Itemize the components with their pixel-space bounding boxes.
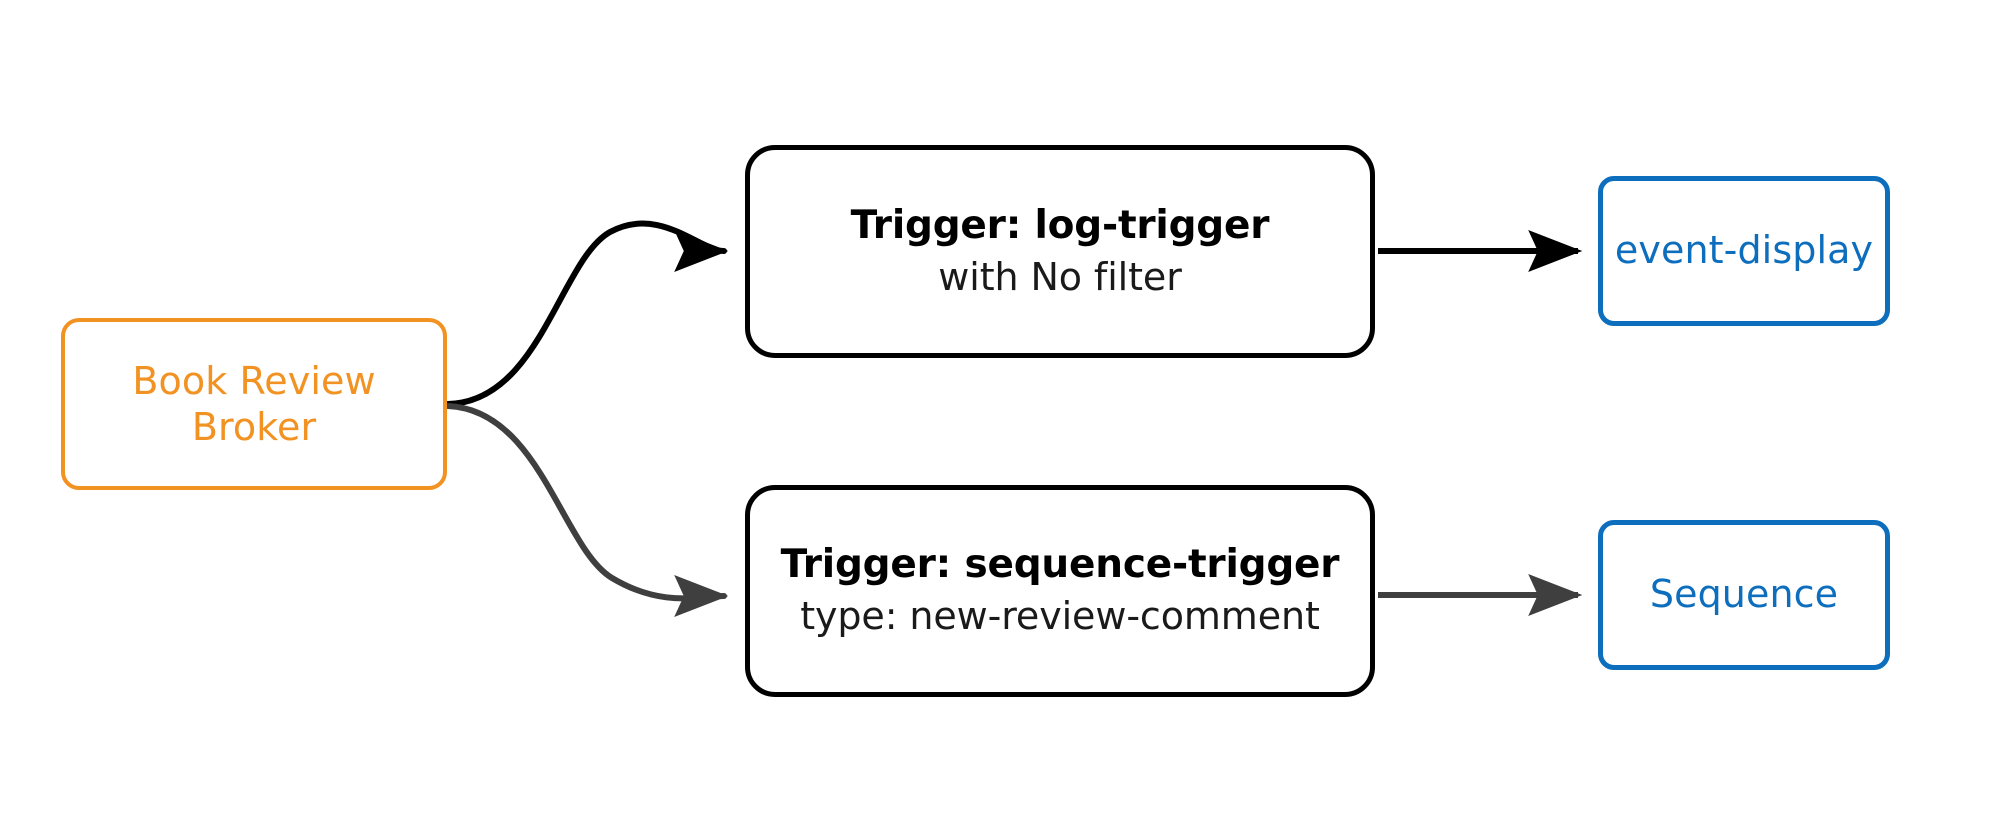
node-sink-event-display[interactable]: event-display xyxy=(1598,176,1890,326)
broker-label-line-2: Broker xyxy=(191,405,317,449)
node-sink-sequence[interactable]: Sequence xyxy=(1598,520,1890,670)
sink-event-display-label: event-display xyxy=(1614,228,1874,273)
node-book-review-broker[interactable]: Book Review Broker xyxy=(61,318,447,490)
node-trigger-sequence-trigger[interactable]: Trigger: sequence-trigger type: new-revi… xyxy=(745,485,1375,697)
sink-sequence-label: Sequence xyxy=(1649,572,1839,617)
edge-broker-to-log-trigger xyxy=(445,220,729,407)
trigger-log-title: Trigger: log-trigger xyxy=(850,202,1270,248)
trigger-sequence-subtitle: type: new-review-comment xyxy=(800,594,1320,639)
node-trigger-log-trigger[interactable]: Trigger: log-trigger with No filter xyxy=(745,145,1375,358)
trigger-log-subtitle: with No filter xyxy=(938,254,1182,299)
trigger-sequence-title: Trigger: sequence-trigger xyxy=(780,542,1340,588)
broker-label-line-1: Book Review xyxy=(132,358,376,403)
edge-broker-to-sequence-trigger xyxy=(445,403,729,618)
